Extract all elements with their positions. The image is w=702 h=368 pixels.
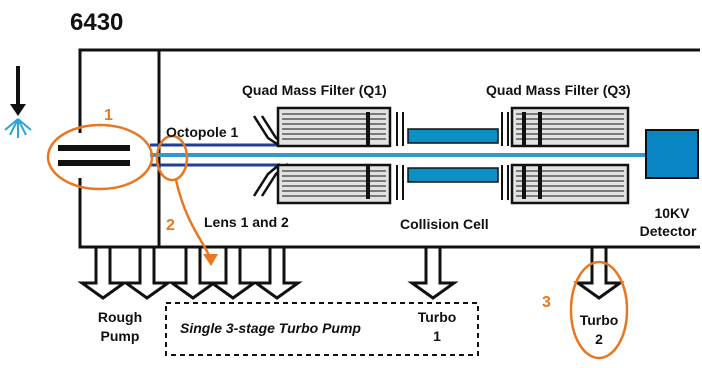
callout-2-arrow bbox=[174, 179, 212, 259]
turbo1-label-line2: 1 bbox=[433, 328, 441, 344]
turbo1-label-line1: Turbo bbox=[418, 309, 457, 325]
detector-voltage-label: 10KV bbox=[654, 205, 690, 221]
detector bbox=[645, 129, 699, 179]
port-turbo2-arrow bbox=[573, 245, 625, 300]
collision-cell bbox=[396, 112, 509, 200]
port-stage-arrow-3 bbox=[251, 245, 303, 300]
callout-2-ellipse bbox=[155, 134, 189, 182]
pump-ports bbox=[77, 245, 625, 300]
callout-number-3: 3 bbox=[542, 294, 551, 311]
lens-label: Lens 1 and 2 bbox=[204, 214, 289, 230]
port-stage-arrow bbox=[167, 245, 219, 300]
collision-cell-label: Collision Cell bbox=[400, 216, 489, 232]
q1-quadrupole bbox=[276, 106, 392, 205]
turbo2-label-line1: Turbo bbox=[580, 312, 619, 328]
q3-label: Quad Mass Filter (Q3) bbox=[486, 82, 631, 98]
rough-pump-label-line2: Pump bbox=[101, 328, 140, 344]
turbo2-label-line2: 2 bbox=[595, 331, 603, 347]
port-turbo1-arrow bbox=[407, 245, 459, 300]
callout-arrow-icon bbox=[203, 254, 218, 266]
port-rough-arrow bbox=[77, 245, 129, 300]
capillary bbox=[58, 145, 130, 166]
q3-quadrupole bbox=[510, 106, 630, 205]
detector-label: Detector bbox=[640, 223, 697, 239]
callout-3-ellipse bbox=[569, 260, 629, 360]
port-stage-arrow-2 bbox=[207, 245, 259, 300]
q1-label: Quad Mass Filter (Q1) bbox=[242, 82, 387, 98]
callout-1-ellipse bbox=[46, 123, 154, 191]
rough-pump-label-line1: Rough bbox=[98, 309, 142, 325]
callouts bbox=[46, 123, 629, 360]
callout-number-2: 2 bbox=[166, 217, 175, 234]
model-title: 6430 bbox=[70, 9, 123, 36]
turbo-pump-label: Single 3-stage Turbo Pump bbox=[180, 320, 361, 336]
callout-number-1: 1 bbox=[104, 107, 113, 124]
turbo-pump-box bbox=[165, 302, 479, 356]
spray-arrow-icon bbox=[4, 66, 32, 138]
octopole-rods bbox=[150, 143, 278, 167]
port-rough-arrow-2 bbox=[121, 245, 173, 300]
octopole-label: Octopole 1 bbox=[166, 124, 239, 140]
